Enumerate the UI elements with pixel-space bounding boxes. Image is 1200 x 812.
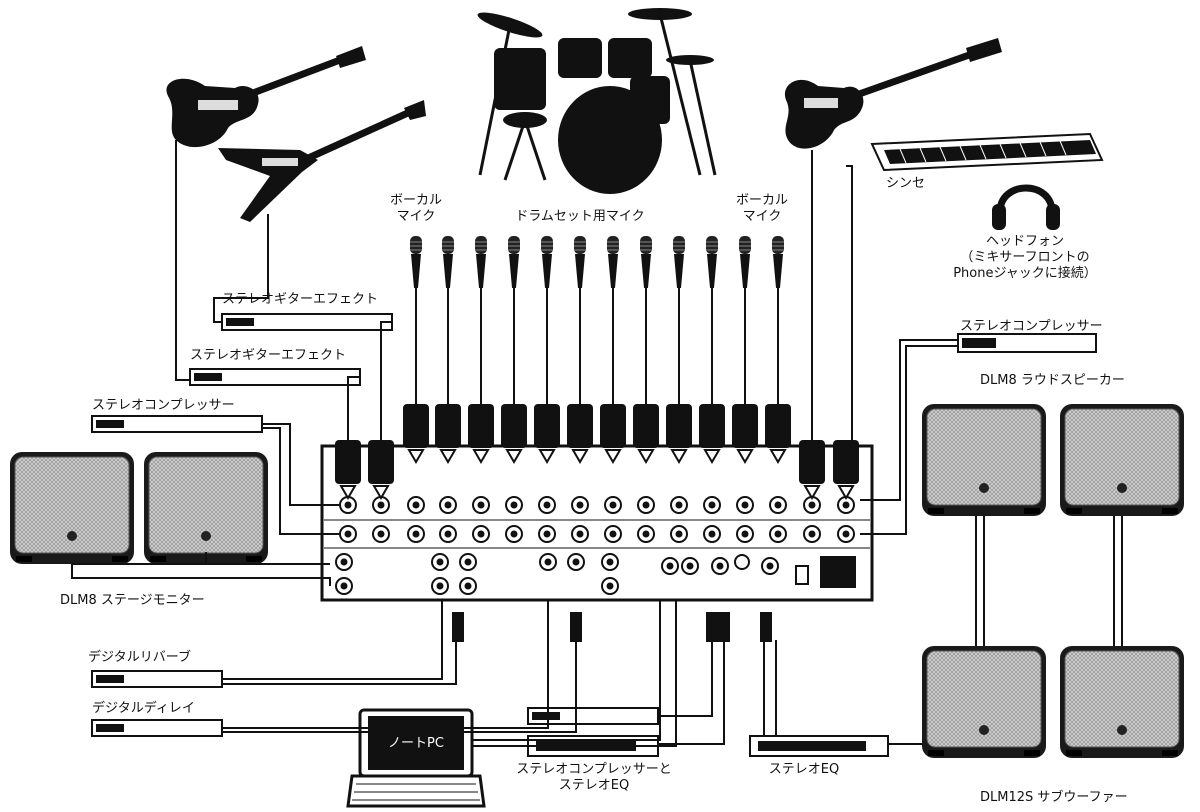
cables — [71, 140, 1123, 747]
electric-guitar-flying-v-icon — [218, 100, 426, 222]
digital-delay-label: デジタルディレイ — [92, 701, 195, 716]
headphones-label-line1: ヘッドフォン — [985, 234, 1065, 249]
rack-units — [91, 313, 1097, 757]
electric-guitar-sg-icon — [166, 46, 366, 148]
vocal-mic-left-label-line1: ボーカル — [389, 193, 443, 208]
vocal-mic-right-label-line2: マイク — [742, 209, 782, 224]
bass-guitar-icon — [784, 38, 1002, 149]
digital-reverb-label: デジタルリバーブ — [88, 650, 191, 665]
synth-label: シンセ — [886, 176, 926, 191]
synth-keyboard-icon — [870, 132, 1104, 172]
laptop-screen-label: ノートPC — [388, 736, 444, 751]
stereo-guitar-fx-2-label: ステレオギターエフェクト — [190, 348, 347, 363]
dlm12s-sub-label: DLM12S サブウーファー — [980, 790, 1128, 805]
dlm8-loudspeaker-label: DLM8 ラウドスピーカー — [980, 373, 1125, 388]
stereo-guitar-fx-1-label: ステレオギターエフェクト — [222, 292, 379, 307]
headphones-label-line2: （ミキサーフロントの — [960, 250, 1090, 265]
headphones-icon — [992, 184, 1060, 230]
mixer-rear-panel — [320, 444, 874, 602]
comp-and-eq-label-line2: ステレオEQ — [558, 778, 630, 793]
headphones-label-line3: Phoneジャックに接続） — [953, 266, 1097, 281]
mic-row — [409, 235, 785, 289]
drum-kit-icon — [477, 8, 717, 194]
comp-and-eq-label-line1: ステレオコンプレッサーと — [516, 762, 672, 777]
stereo-comp-right-label: ステレオコンプレッサー — [960, 319, 1103, 334]
laptop-icon — [346, 708, 486, 808]
dlm8-stage-monitor-label: DLM8 ステージモニター — [60, 593, 205, 608]
mic-cables — [415, 288, 779, 405]
drum-mics-label: ドラムセット用マイク — [515, 209, 645, 224]
stereo-eq-label: ステレオEQ — [768, 762, 840, 777]
stereo-comp-left-label: ステレオコンプレッサー — [92, 398, 235, 413]
vocal-mic-right-label-line1: ボーカル — [735, 193, 789, 208]
vocal-mic-left-label-line2: マイク — [396, 209, 436, 224]
cable-plugs — [452, 612, 772, 642]
